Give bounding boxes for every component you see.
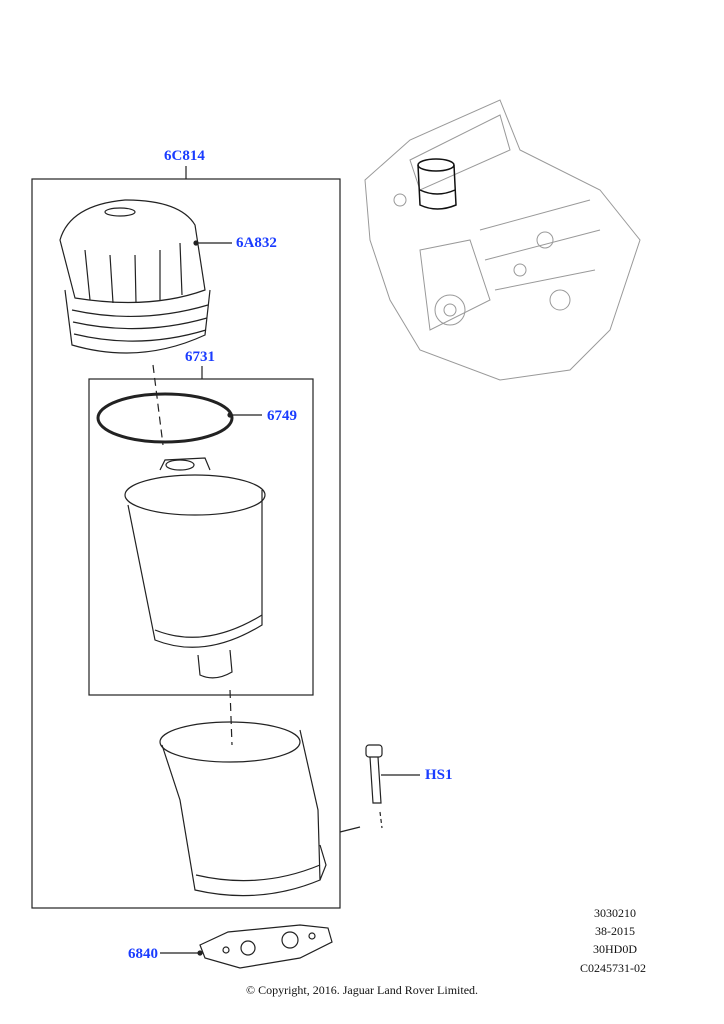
highlighted-filter-on-engine — [417, 158, 457, 210]
callout-6749: 6749 — [267, 408, 297, 424]
callout-6c814: 6C814 — [164, 148, 205, 164]
filter-element-drawing — [124, 457, 266, 679]
bolt-drawing — [365, 744, 420, 829]
reference-code-1: 3030210 — [594, 906, 636, 920]
callout-hs1: HS1 — [425, 767, 453, 783]
filter-housing-drawing — [159, 721, 327, 897]
callout-6840: 6840 — [128, 946, 158, 962]
reference-code-2: 38-2015 — [595, 924, 635, 938]
oil-filter-cap-drawing — [59, 199, 232, 354]
callout-6a832: 6A832 — [236, 235, 277, 251]
o-ring-drawing — [96, 392, 234, 444]
callout-6731: 6731 — [185, 349, 215, 365]
element-frame — [88, 378, 314, 696]
reference-code-4: C0245731-02 — [580, 961, 646, 975]
gasket-drawing — [160, 924, 333, 969]
assembly-frame — [31, 178, 341, 909]
engine-illustration — [364, 99, 641, 381]
reference-code-3: 30HD0D — [593, 942, 637, 956]
copyright-notice: © Copyright, 2016. Jaguar Land Rover Lim… — [245, 983, 479, 997]
